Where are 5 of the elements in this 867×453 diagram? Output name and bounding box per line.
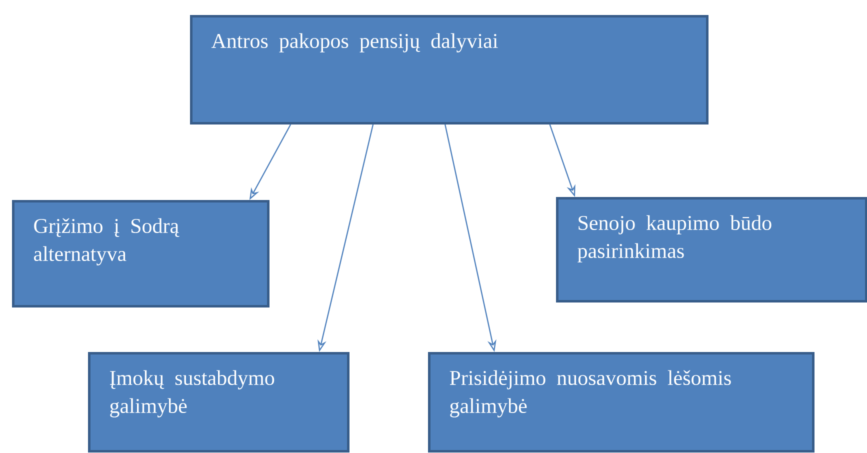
process-box: Prisidėjimo nuosavomis lėšomis galimybė — [428, 352, 814, 452]
process-box: Grįžimo į Sodrą alternatyva — [12, 200, 270, 308]
process-box: Įmokų sustabdymo galimybė — [88, 352, 350, 452]
process-box: Antros pakopos pensijų dalyviai — [190, 15, 708, 124]
process-box: Senojo kaupimo būdo pasirinkimas — [556, 197, 867, 302]
